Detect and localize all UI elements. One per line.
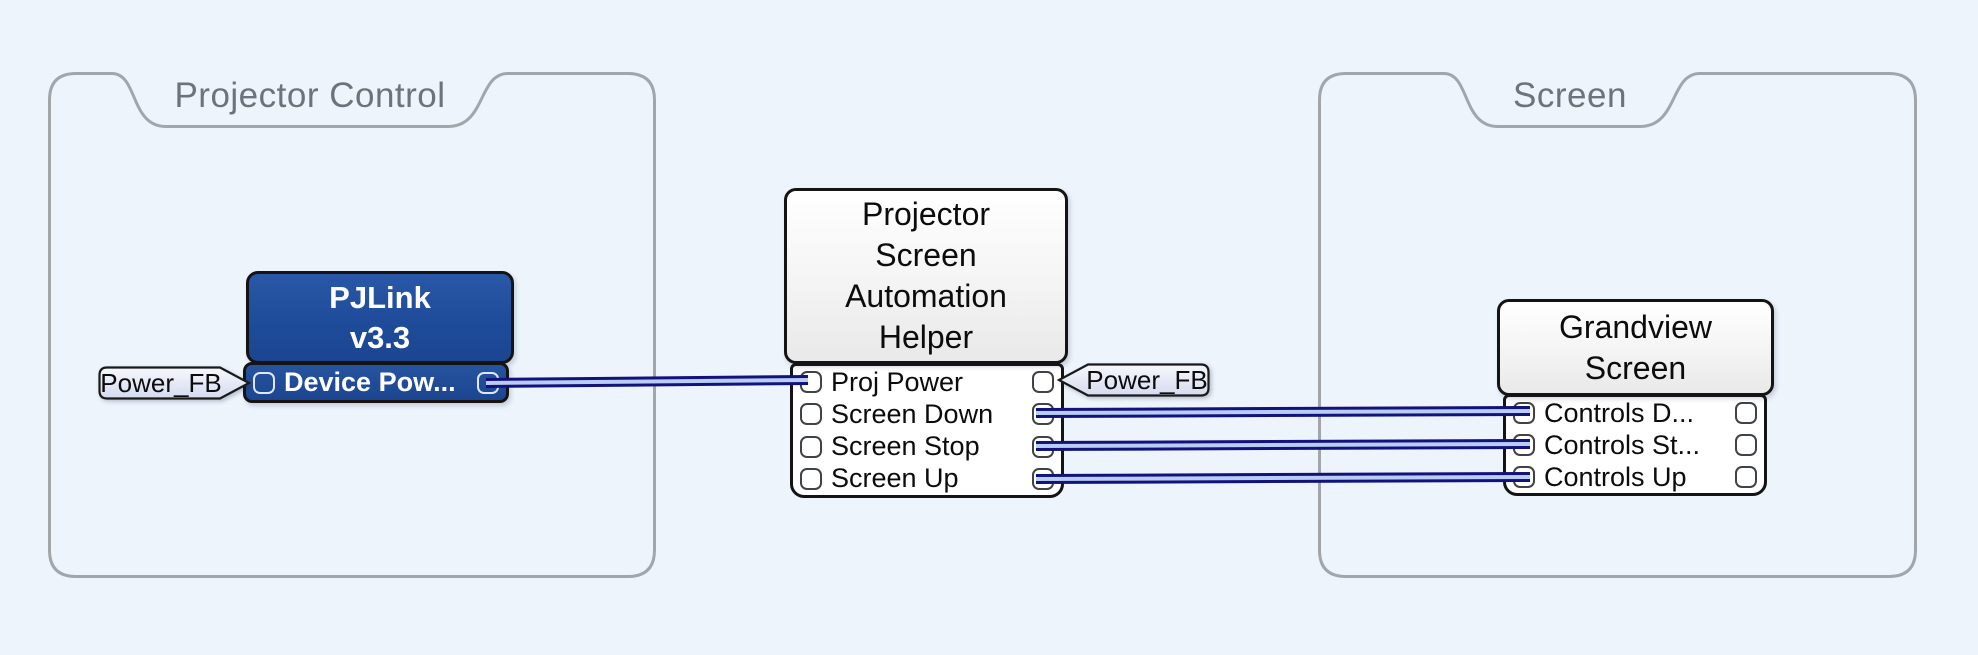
group-outline-screen[interactable] bbox=[1318, 72, 1917, 578]
group-title-projector-control: Projector Control bbox=[174, 76, 446, 115]
port-row-screen-up: Screen Up bbox=[793, 463, 1061, 495]
node-title-line: PJLink bbox=[329, 279, 431, 315]
port-label: Screen Up bbox=[831, 463, 959, 494]
node-projector-screen-automation-helper[interactable]: Projector Screen Automation Helper bbox=[784, 188, 1068, 364]
signal-tag-power-fb-left[interactable]: Power_FB bbox=[98, 366, 252, 400]
group-outline-projector-control[interactable] bbox=[48, 72, 656, 578]
port-row-screen-down: Screen Down bbox=[793, 398, 1061, 430]
port-label: Device Pow... bbox=[284, 367, 456, 397]
wire-screen-down-to-controls-down[interactable] bbox=[1035, 406, 1531, 418]
port-label: Controls Up bbox=[1544, 461, 1687, 492]
wire-screen-up-to-controls-up[interactable] bbox=[1035, 472, 1531, 484]
pjlink-device-power-port-row[interactable]: Device Pow... bbox=[243, 362, 509, 403]
port-row-proj-power: Proj Power bbox=[793, 366, 1061, 398]
tag-label: Power_FB bbox=[100, 368, 221, 398]
port-row-controls-stop: Controls St... bbox=[1506, 429, 1764, 461]
node-title-line: v3.3 bbox=[349, 319, 411, 355]
port-label: Screen Down bbox=[831, 398, 994, 429]
grandview-ports-box: Controls D... Controls St... Controls Up bbox=[1503, 394, 1767, 496]
node-title-line: Helper bbox=[878, 319, 974, 355]
wire-core bbox=[1035, 442, 1531, 448]
port-label: Proj Power bbox=[831, 366, 964, 397]
helper-screen-stop-input-pin[interactable] bbox=[800, 435, 822, 458]
port-row-screen-stop: Screen Stop bbox=[793, 431, 1061, 463]
tag-label: Power_FB bbox=[1086, 365, 1207, 395]
signal-tag-power-fb-right[interactable]: Power_FB bbox=[1056, 363, 1210, 397]
wire-core bbox=[1035, 409, 1531, 415]
port-label: Screen Stop bbox=[831, 431, 980, 462]
port-row-controls-down: Controls D... bbox=[1506, 397, 1764, 429]
helper-screen-up-input-pin[interactable] bbox=[800, 467, 822, 490]
wire-core bbox=[485, 378, 809, 385]
node-pjlink[interactable]: PJLink v3.3 bbox=[246, 271, 514, 364]
helper-screen-down-input-pin[interactable] bbox=[800, 403, 822, 426]
grandview-controls-stop-output-pin[interactable] bbox=[1735, 434, 1757, 456]
wire-pjlink-to-proj-power[interactable] bbox=[485, 375, 809, 388]
helper-proj-power-output-pin[interactable] bbox=[1032, 371, 1054, 394]
wire-core bbox=[1035, 475, 1531, 481]
node-title-line: Projector bbox=[861, 196, 991, 232]
node-title-line: Automation bbox=[845, 278, 1007, 314]
helper-ports-box: Proj Power Screen Down Screen Stop Scree… bbox=[790, 363, 1064, 498]
node-title-line: Screen bbox=[1584, 349, 1687, 386]
node-grandview-screen[interactable]: Grandview Screen bbox=[1497, 299, 1774, 396]
port-label: Controls D... bbox=[1544, 397, 1695, 428]
tag-shape bbox=[1056, 363, 1210, 397]
node-title-line: Screen bbox=[875, 237, 977, 273]
wire-screen-stop-to-controls-stop[interactable] bbox=[1035, 439, 1531, 451]
pjlink-device-power-input-pin[interactable] bbox=[253, 371, 275, 394]
grandview-controls-up-output-pin[interactable] bbox=[1735, 466, 1757, 488]
group-title-screen: Screen bbox=[1513, 76, 1627, 115]
node-title-line: Grandview bbox=[1559, 308, 1712, 345]
tag-shape bbox=[98, 366, 252, 400]
port-label: Controls St... bbox=[1544, 429, 1701, 460]
grandview-controls-down-output-pin[interactable] bbox=[1735, 402, 1757, 424]
port-row-controls-up: Controls Up bbox=[1506, 461, 1764, 493]
